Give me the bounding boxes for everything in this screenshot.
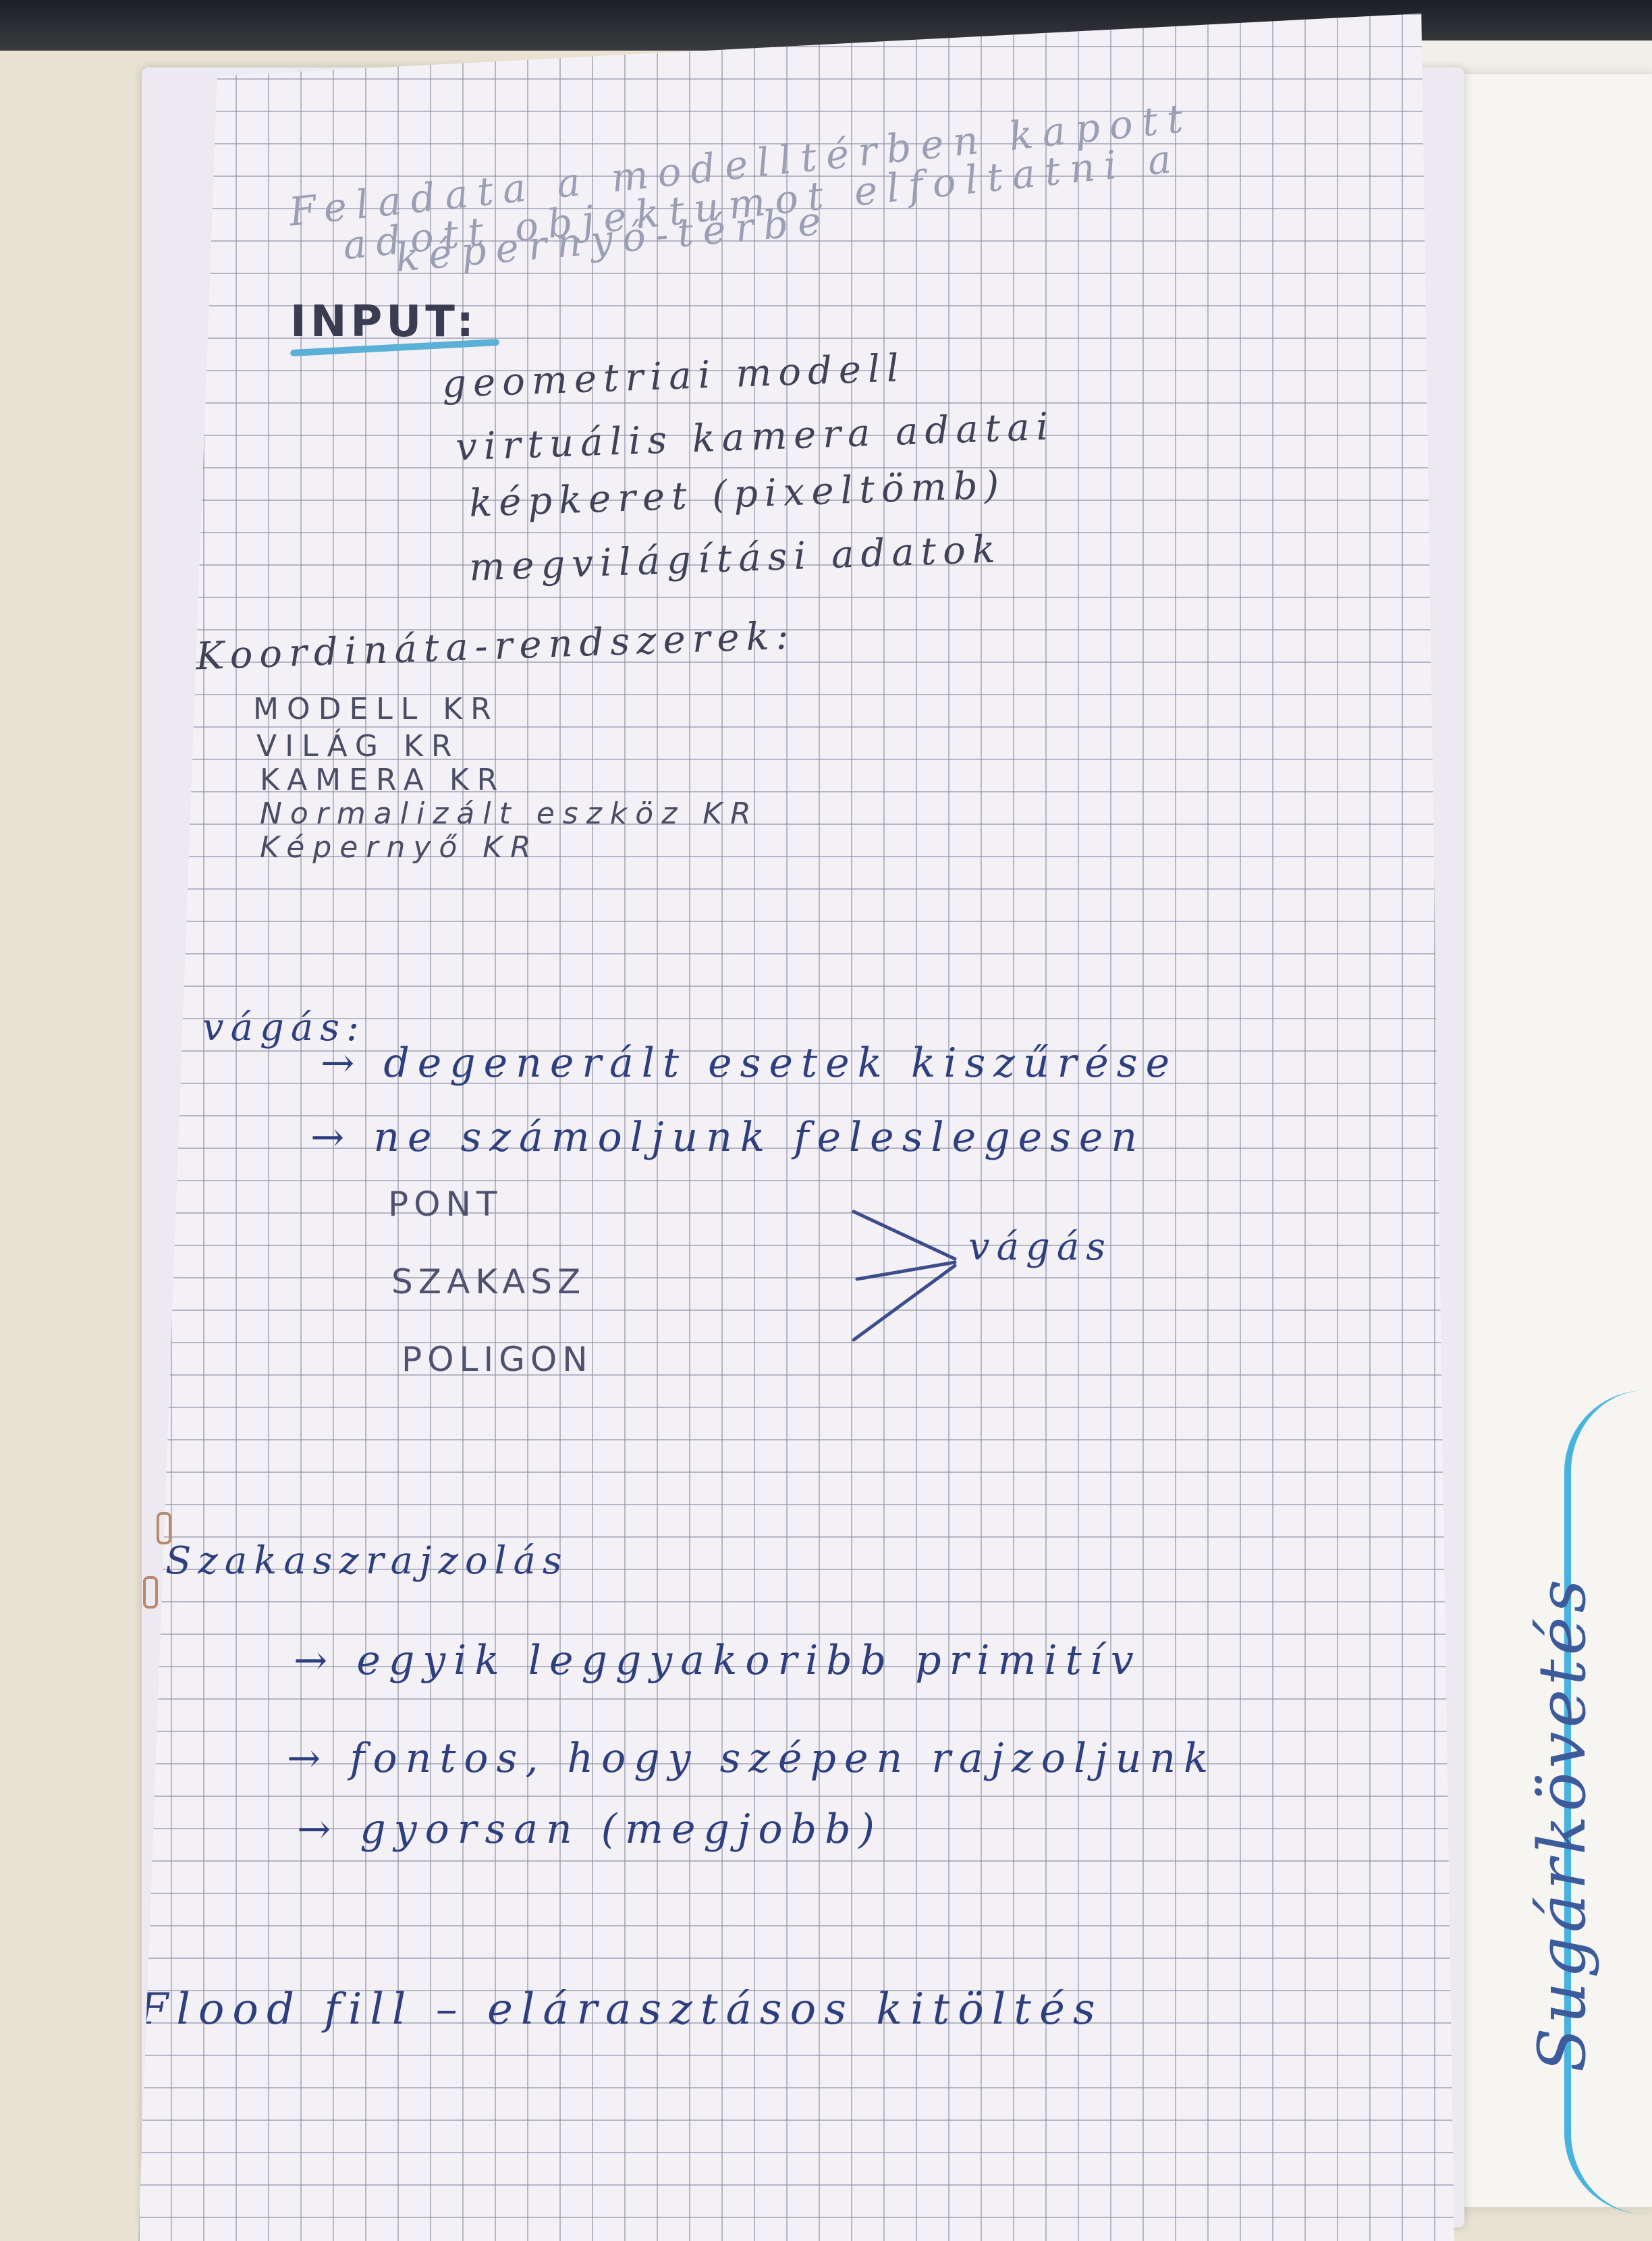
input-heading: INPUT: xyxy=(290,297,478,347)
input-item-4: megvilágítási adatok xyxy=(468,527,1003,590)
clipping-item-1: → degenerált esetek kiszűrése xyxy=(321,1040,1178,1087)
adjacent-notebook-page xyxy=(1458,74,1652,2207)
side-note-text: Sugárkövetés xyxy=(1524,1575,1600,2072)
binder-clip-2 xyxy=(143,1576,158,1609)
line-drawing-item-3: → gyorsan (megjobb) xyxy=(297,1806,883,1853)
coord-item-1: MODELL KR xyxy=(253,692,499,726)
input-item-1: geometriai modell xyxy=(441,346,906,406)
coord-item-5: Képernyő KR xyxy=(260,830,539,865)
line-drawing-item-1: → egyik leggyakoribb primitív xyxy=(294,1637,1142,1684)
input-item-2: virtuális kamera adatai xyxy=(455,404,1056,470)
binder-clip-1 xyxy=(157,1512,171,1544)
input-item-3: képkeret (pixeltömb) xyxy=(468,463,1007,526)
notebook-page: Feladata a modelltérben kapott adott obj… xyxy=(138,14,1454,2241)
fork-arrow xyxy=(852,1210,957,1342)
coord-systems-heading: Koordináta-rendszerek: xyxy=(195,614,796,679)
clipping-item-2: → ne számoljunk feleslegesen xyxy=(310,1114,1146,1161)
line-drawing-heading: Szakaszrajzolás xyxy=(165,1539,569,1583)
coord-item-4: Normalizált eszköz KR xyxy=(260,796,759,831)
primitive-segment: SZAKASZ xyxy=(391,1262,586,1301)
primitive-polygon: POLIGON xyxy=(402,1340,593,1379)
coord-item-3: KAMERA KR xyxy=(260,763,506,797)
coord-item-2: VILÁG KR xyxy=(256,729,460,763)
primitive-point: PONT xyxy=(388,1185,503,1224)
clipping-heading: vágás: xyxy=(202,1006,366,1050)
clipping-target: vágás xyxy=(968,1225,1112,1269)
side-brace-mark xyxy=(1564,1390,1652,2214)
line-drawing-item-2: → fontos, hogy szépen rajzoljunk xyxy=(287,1735,1217,1782)
flood-fill-line: Flood fill – elárasztásos kitöltés xyxy=(138,1985,1103,2034)
